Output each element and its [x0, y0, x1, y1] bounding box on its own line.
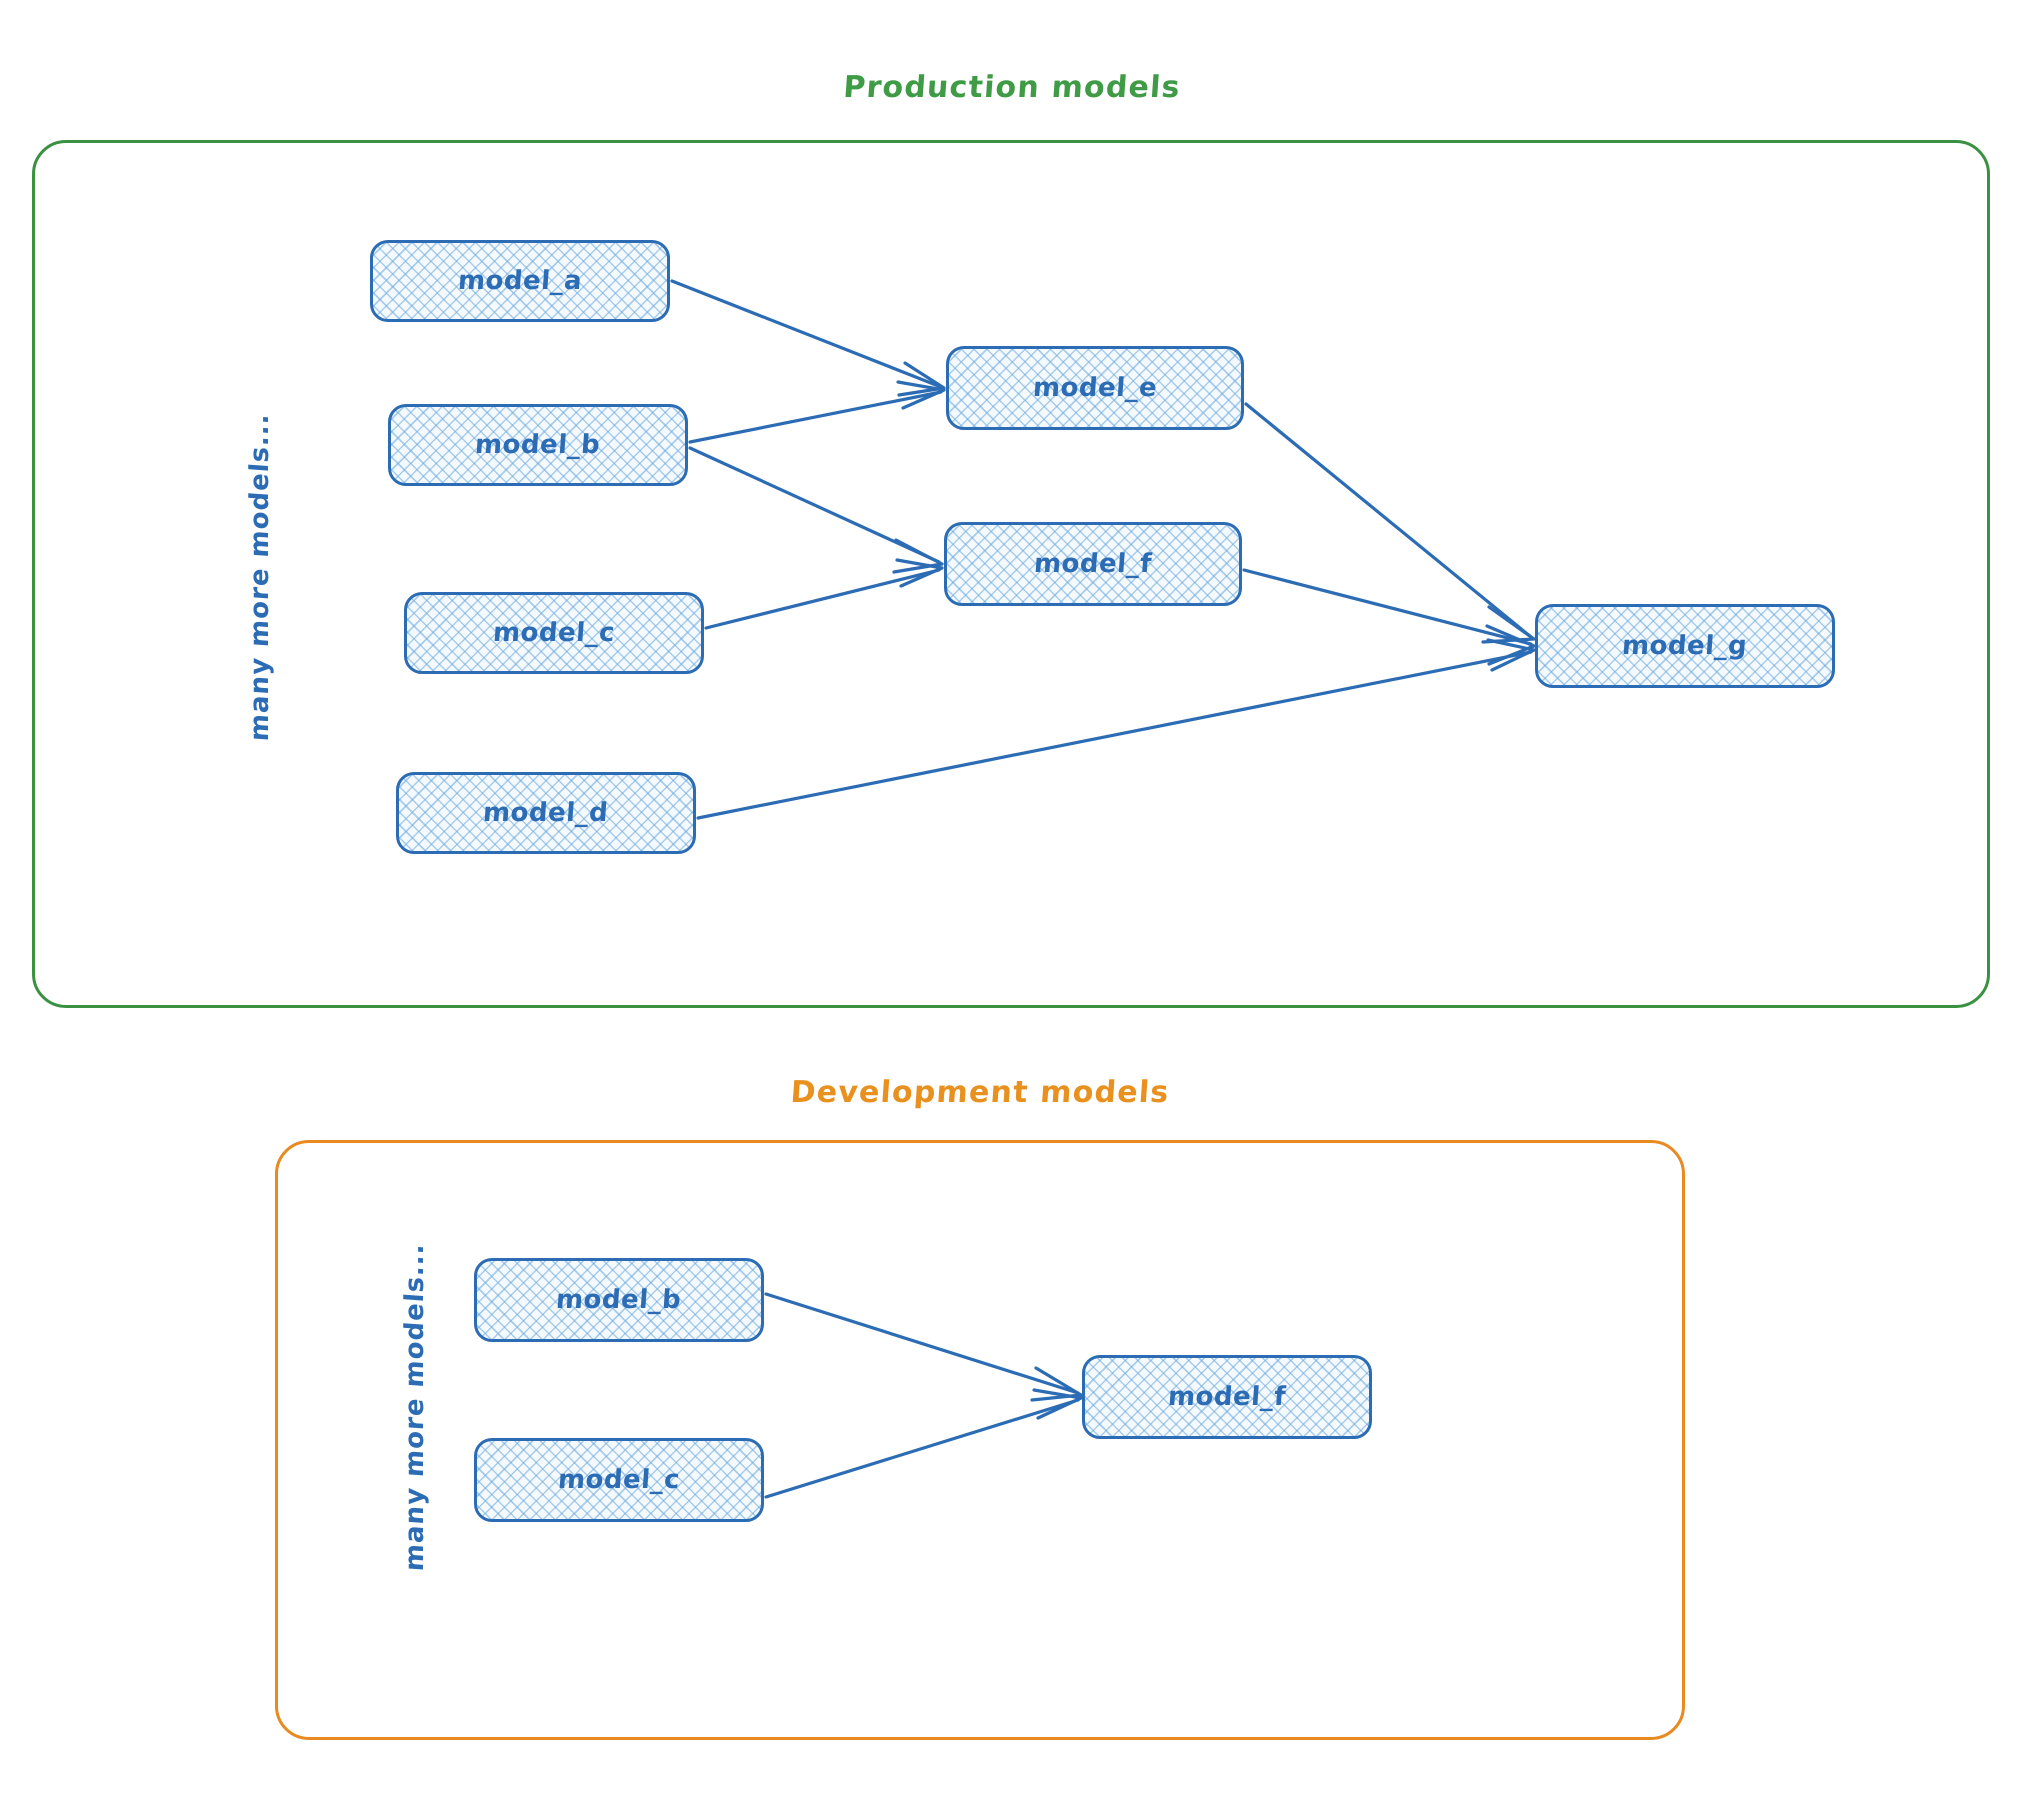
node-label: model_f [1032, 549, 1154, 579]
development-many-more-models-label: many more models... [400, 1242, 430, 1573]
node-label: model_g [1621, 631, 1749, 661]
node-label: model_b [555, 1285, 683, 1315]
node-model-c[interactable]: model_c [404, 592, 704, 674]
production-group-box [32, 140, 1990, 1008]
node-model-a[interactable]: model_a [370, 240, 670, 322]
node-model-e[interactable]: model_e [946, 346, 1244, 430]
node-dev-model-b[interactable]: model_b [474, 1258, 764, 1342]
production-many-more-models-label: many more models... [245, 412, 275, 743]
node-label: model_c [556, 1465, 682, 1495]
production-group-title: Production models [842, 70, 1182, 105]
node-label: model_b [474, 430, 602, 460]
node-model-g[interactable]: model_g [1535, 604, 1835, 688]
node-label: model_a [456, 266, 584, 296]
node-label: model_d [482, 798, 610, 828]
node-model-d[interactable]: model_d [396, 772, 696, 854]
node-label: model_c [491, 618, 617, 648]
node-model-b[interactable]: model_b [388, 404, 688, 486]
node-dev-model-f[interactable]: model_f [1082, 1355, 1372, 1439]
node-model-f[interactable]: model_f [944, 522, 1242, 606]
node-label: model_f [1166, 1382, 1288, 1412]
development-group-box [275, 1140, 1685, 1740]
node-label: model_e [1031, 373, 1159, 403]
development-group-title: Development models [789, 1075, 1171, 1110]
node-dev-model-c[interactable]: model_c [474, 1438, 764, 1522]
